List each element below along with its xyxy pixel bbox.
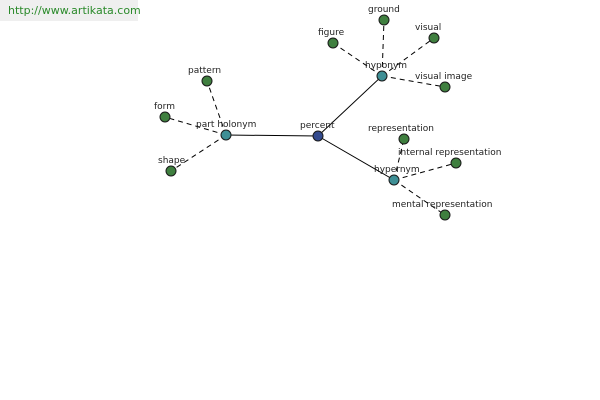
node-figure[interactable] [327,37,339,49]
label-form: form [154,102,175,112]
labels-layer: ground figure visual visual image hyponym pat… [154,5,501,210]
node-hypernym[interactable] [388,174,400,186]
label-hypernym: hypernym [374,165,420,175]
edge-hypernym-representation [393,138,405,181]
edge-hyponym-ground [381,19,385,77]
edge-percent-hyponym [317,75,383,137]
node-percent[interactable] [312,130,324,142]
edge-hyponym-visual-image [381,75,446,88]
label-percent: percent [300,121,335,131]
label-visual: visual [415,23,441,33]
node-ground[interactable] [378,14,390,26]
node-shape[interactable] [165,165,177,177]
node-pattern[interactable] [201,75,213,87]
edge-part-holonym-shape [170,134,227,172]
label-shape: shape [158,156,186,166]
edge-hyponym-visual [381,37,435,77]
node-part-holonym[interactable] [220,129,232,141]
site-url[interactable]: http://www.artikata.com [0,0,141,21]
edge-part-holonym-form [164,116,227,136]
label-hyponym: hyponym [365,61,407,71]
node-visual-image[interactable] [439,81,451,93]
label-internal-representation: internal representation [398,148,501,158]
label-figure: figure [318,28,345,38]
label-mental-representation: mental representation [392,200,492,210]
edges-layer [164,19,457,216]
edge-hypernym-internal-representation [393,162,457,181]
label-visual-image: visual image [415,72,473,82]
nodes-layer [159,14,462,221]
label-part-holonym: part holonym [196,120,256,130]
edge-hypernym-mental-representation [393,179,446,216]
node-internal-representation[interactable] [450,157,462,169]
node-form[interactable] [159,111,171,123]
node-visual[interactable] [428,32,440,44]
label-representation: representation [368,124,434,134]
edge-percent-hypernym [317,135,395,181]
node-representation[interactable] [398,133,410,145]
edge-percent-part-holonym [225,134,319,137]
node-mental-representation[interactable] [439,209,451,221]
node-hyponym[interactable] [376,70,388,82]
edge-part-holonym-pattern [206,80,227,136]
label-ground: ground [368,5,400,15]
edge-hyponym-figure [332,42,383,77]
label-pattern: pattern [188,66,221,76]
